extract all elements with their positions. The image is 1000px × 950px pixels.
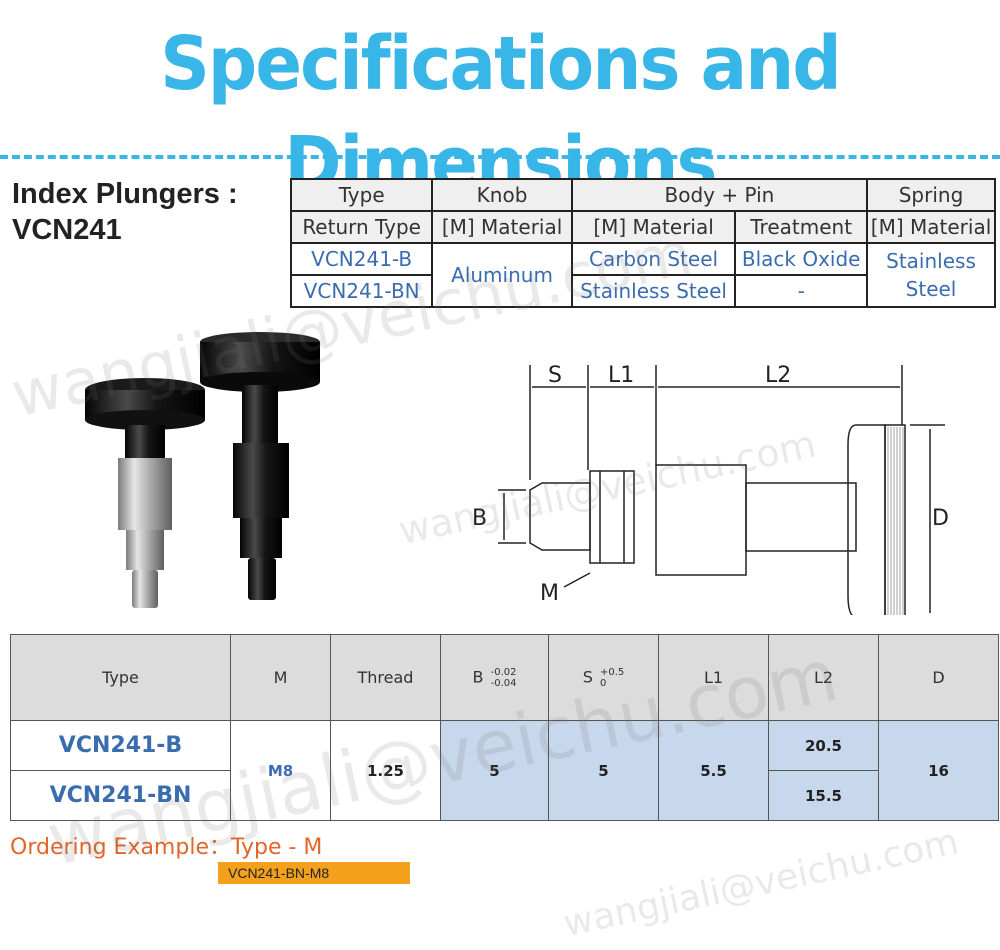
dim-header-b-tolerance: -0.02 -0.04 [491, 667, 517, 689]
dim-l1-value: 5.5 [658, 720, 769, 821]
s-tol-lower: 0 [599, 677, 607, 689]
watermark: wangjiali@veichu.com [560, 821, 963, 946]
title-divider [0, 155, 1000, 159]
dim-header-thread: Thread [330, 634, 441, 721]
product-name-line1: Index Plungers : [12, 178, 238, 210]
label-s: S [548, 363, 562, 388]
dim-header-s-label: S [582, 667, 593, 686]
dim-m-value: M8 [230, 720, 331, 821]
product-photo [85, 332, 320, 608]
plunger-black-image [200, 332, 320, 600]
s-tol-upper: +0.5 [599, 666, 625, 678]
spec-subheader-treatment: Treatment [734, 210, 869, 244]
spec-treatment: Black Oxide [734, 242, 869, 276]
technical-drawing: S L1 L2 B D M [472, 363, 949, 615]
dim-s-value: 5 [548, 720, 659, 821]
spec-knob-material: Aluminum [431, 242, 573, 308]
dim-header-l2: L2 [768, 634, 879, 721]
spec-header-body-pin: Body + Pin [570, 178, 869, 212]
spec-type-cell: VCN241-BN [289, 274, 434, 308]
spec-subheader-knob-material: [M] Material [431, 210, 573, 244]
page-title: Specifications and Dimensions [160, 21, 841, 207]
dim-header-l1: L1 [658, 634, 769, 721]
dim-header-type: Type [10, 634, 231, 721]
spec-header-type: Type [289, 178, 434, 212]
dim-header-b-label: B [472, 667, 484, 686]
dim-header-b: B -0.02 -0.04 [440, 634, 549, 721]
spec-spring-line1: Stainless [886, 249, 976, 273]
label-l1: L1 [608, 363, 634, 388]
dim-type-cell: VCN241-B [10, 720, 231, 771]
spec-subheader-body-material: [M] Material [570, 210, 737, 244]
spec-body-material: Carbon Steel [570, 242, 737, 276]
ordering-example-label: Ordering Example：Type - M [10, 835, 323, 860]
product-name-line2: VCN241 [12, 214, 122, 246]
b-tol-lower: -0.04 [490, 677, 517, 689]
label-m: M [540, 581, 559, 606]
spec-header-knob: Knob [431, 178, 573, 212]
label-d: D [932, 506, 949, 531]
dim-l2-value: 20.5 [768, 720, 879, 771]
dim-b-value: 5 [440, 720, 549, 821]
spec-body-material: Stainless Steel [570, 274, 737, 308]
spec-type-cell: VCN241-B [289, 242, 434, 276]
b-tol-upper: -0.02 [490, 666, 517, 678]
label-l2: L2 [765, 363, 791, 388]
product-name: Index Plungers : VCN241 [12, 176, 238, 248]
spec-spring-line2: Steel [905, 277, 957, 301]
spec-treatment: - [734, 274, 869, 308]
spec-subheader-spring-material: [M] Material [866, 210, 996, 244]
dim-type-cell: VCN241-BN [10, 770, 231, 821]
plunger-stainless-image [85, 378, 205, 608]
spec-header-spring: Spring [866, 178, 996, 212]
spec-spring-material: Stainless Steel [866, 242, 996, 308]
ordering-example-code: VCN241-BN-M8 [218, 862, 410, 884]
dim-header-d: D [878, 634, 999, 721]
dim-header-m: M [230, 634, 331, 721]
spec-subheader-return-type: Return Type [289, 210, 434, 244]
dim-thread-value: 1.25 [330, 720, 441, 821]
spec-table: Type Knob Body + Pin Spring Return Type … [289, 178, 996, 308]
label-b: B [472, 506, 487, 531]
dim-header-s: S +0.5 0 [548, 634, 659, 721]
dimension-table: Type M Thread B -0.02 -0.04 S +0.5 0 L1 … [10, 634, 999, 821]
dim-header-s-tolerance: +0.5 0 [600, 667, 624, 689]
dim-l2-value: 15.5 [768, 770, 879, 821]
dim-d-value: 16 [878, 720, 999, 821]
